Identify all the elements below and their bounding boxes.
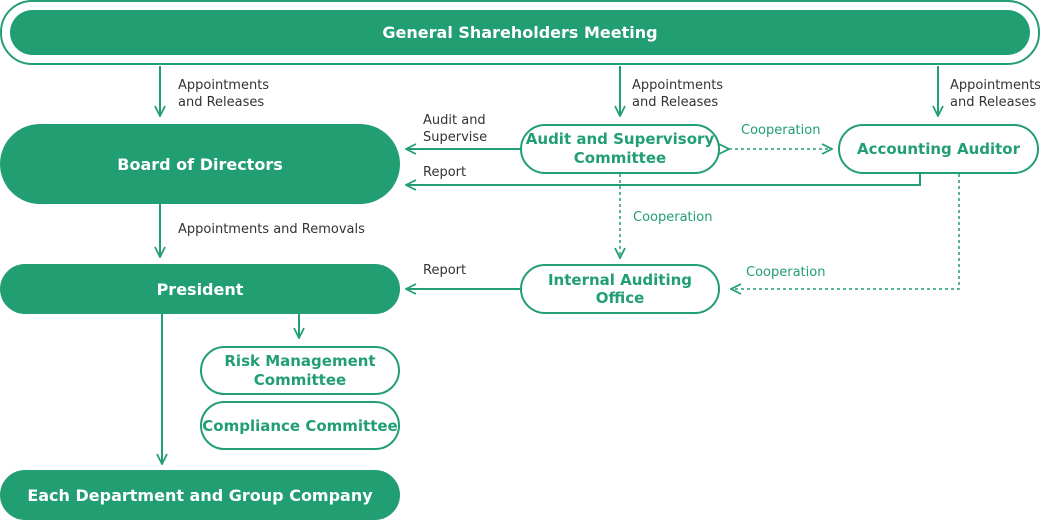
node-compliance-committee-label: Compliance Committee	[202, 416, 398, 435]
node-accounting-auditor-label: Accounting Auditor	[856, 140, 1021, 158]
node-audit-supervisory-committee: Audit and Supervisory Committee	[520, 124, 720, 174]
node-compliance-committee: Compliance Committee	[200, 401, 400, 450]
label-appointments-releases-auditor: Appointments and Releases	[950, 78, 1040, 110]
node-shareholders-meeting-label: General Shareholders Meeting	[382, 23, 658, 42]
arrow-report-board	[406, 174, 921, 185]
node-president: President	[0, 264, 400, 314]
node-internal-auditing-office: Internal Auditing Office	[520, 264, 720, 314]
label-report-board: Report	[423, 165, 467, 180]
node-accounting-auditor: Accounting Auditor	[838, 124, 1039, 174]
node-risk-management-committee-label: Risk Management Committee	[224, 351, 376, 389]
label-appointments-removals: Appointments and Removals	[178, 222, 365, 237]
label-cooperation-committee-internal: Cooperation	[633, 210, 713, 225]
label-report-president: Report	[423, 263, 467, 278]
node-departments-group-companies-label: Each Department and Group Company	[27, 485, 373, 505]
label-appointments-releases-board: Appointments and Releases	[178, 78, 270, 110]
node-audit-supervisory-committee-label: Audit and Supervisory Committee	[525, 130, 715, 167]
node-internal-auditing-office-label: Internal Auditing Office	[547, 271, 693, 307]
node-departments-group-companies: Each Department and Group Company	[0, 470, 400, 520]
label-cooperation-committee-auditor: Cooperation	[741, 123, 821, 138]
label-cooperation-auditor-internal: Cooperation	[746, 265, 826, 280]
node-risk-management-committee: Risk Management Committee	[200, 346, 400, 395]
arrow-cooperation-auditor-internal	[731, 174, 960, 289]
shareholders-outer-frame	[0, 0, 1040, 65]
label-audit-supervise: Audit and Supervise	[423, 113, 488, 145]
label-appointments-releases-committee: Appointments and Releases	[632, 78, 724, 110]
node-board-of-directors-label: Board of Directors	[117, 154, 283, 174]
node-shareholders-meeting: General Shareholders Meeting	[10, 10, 1030, 55]
node-board-of-directors: Board of Directors	[0, 124, 400, 204]
node-president-label: President	[156, 279, 244, 299]
